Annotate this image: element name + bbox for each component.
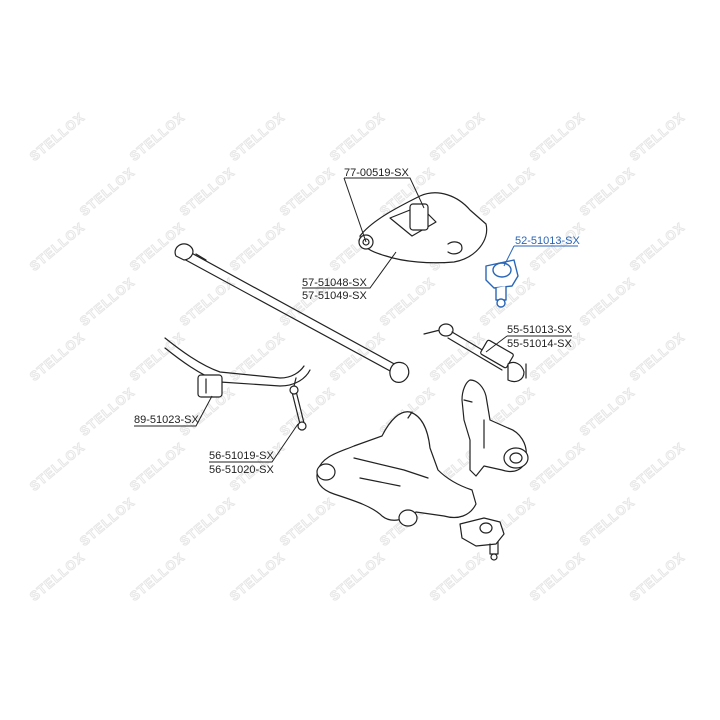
watermark-text: STELLOX [77, 164, 138, 219]
watermark-text: STELLOX [577, 164, 638, 219]
watermark-text: STELLOX [627, 439, 688, 494]
label-52-51013-sx[interactable]: 52-51013-SX [515, 235, 580, 247]
label-56-51019-sx[interactable]: 56-51019-SX [209, 450, 274, 462]
watermark-text: STELLOX [127, 549, 188, 604]
stabilizer-bar [164, 337, 311, 398]
watermark-text: STELLOX [127, 329, 188, 384]
watermark-text: STELLOX [227, 219, 288, 274]
watermark-text: STELLOX [277, 164, 338, 219]
watermark-text: STELLOX [27, 219, 88, 274]
watermark-text: STELLOX [327, 329, 388, 384]
watermark-text: STELLOX [377, 274, 438, 329]
watermark-text: STELLOX [477, 164, 538, 219]
stab-bushing-shape [197, 374, 223, 398]
watermark-text: STELLOX [77, 384, 138, 439]
watermark-text: STELLOX [77, 274, 138, 329]
tie-rod [423, 323, 527, 383]
watermark-text: STELLOX [27, 439, 88, 494]
leader-lines [134, 177, 578, 463]
watermark-text: STELLOX [627, 549, 688, 604]
label-89-51023-sx[interactable]: 89-51023-SX [134, 414, 199, 426]
watermark-text: STELLOX [227, 549, 288, 604]
watermark-text: STELLOX [527, 549, 588, 604]
watermark-text: STELLOX [227, 109, 288, 164]
part-labels: 77-00519-SX 57-51048-SX 57-51049-SX 52-5… [134, 167, 580, 476]
lower-control-arm [316, 411, 477, 527]
watermark-text: STELLOX [327, 549, 388, 604]
watermark-text: STELLOX [127, 439, 188, 494]
watermark-text: STELLOX [577, 274, 638, 329]
lower-ball-joint [459, 517, 505, 561]
watermark-text: STELLOX [527, 439, 588, 494]
label-55-51013-sx[interactable]: 55-51013-SX [507, 324, 572, 336]
watermark-text: STELLOX [627, 109, 688, 164]
watermark-text: STELLOX [277, 494, 338, 549]
label-57-51048-sx[interactable]: 57-51048-SX [302, 277, 367, 289]
upper-control-arm [358, 192, 488, 264]
watermark-text: STELLOX [177, 164, 238, 219]
watermark-text: STELLOX [577, 494, 638, 549]
label-77-00519-sx[interactable]: 77-00519-SX [344, 167, 409, 179]
watermark-text: STELLOX [177, 274, 238, 329]
watermark-text: STELLOX [27, 329, 88, 384]
stab-link [289, 377, 307, 431]
watermark-text: STELLOX [27, 109, 88, 164]
watermark-text: STELLOX [27, 549, 88, 604]
watermark-text: STELLOX [327, 109, 388, 164]
watermark-text: STELLOX [627, 329, 688, 384]
watermark-text: STELLOX [177, 494, 238, 549]
label-56-51020-sx[interactable]: 56-51020-SX [209, 464, 274, 476]
watermark-text: STELLOX [427, 109, 488, 164]
watermark-text: STELLOX [127, 109, 188, 164]
torsion-bar [174, 243, 410, 383]
watermark-text: STELLOX [277, 384, 338, 439]
upper-ball-joint-shape [485, 259, 519, 308]
steering-knuckle [461, 379, 529, 477]
watermark-text: STELLOX [77, 494, 138, 549]
watermark-text: STELLOX [427, 549, 488, 604]
label-57-51049-sx[interactable]: 57-51049-SX [302, 290, 367, 302]
watermark-text: STELLOX [527, 109, 588, 164]
watermark-text: STELLOX [627, 219, 688, 274]
watermark-text: STELLOX [577, 384, 638, 439]
label-55-51014-sx[interactable]: 55-51014-SX [507, 338, 572, 350]
